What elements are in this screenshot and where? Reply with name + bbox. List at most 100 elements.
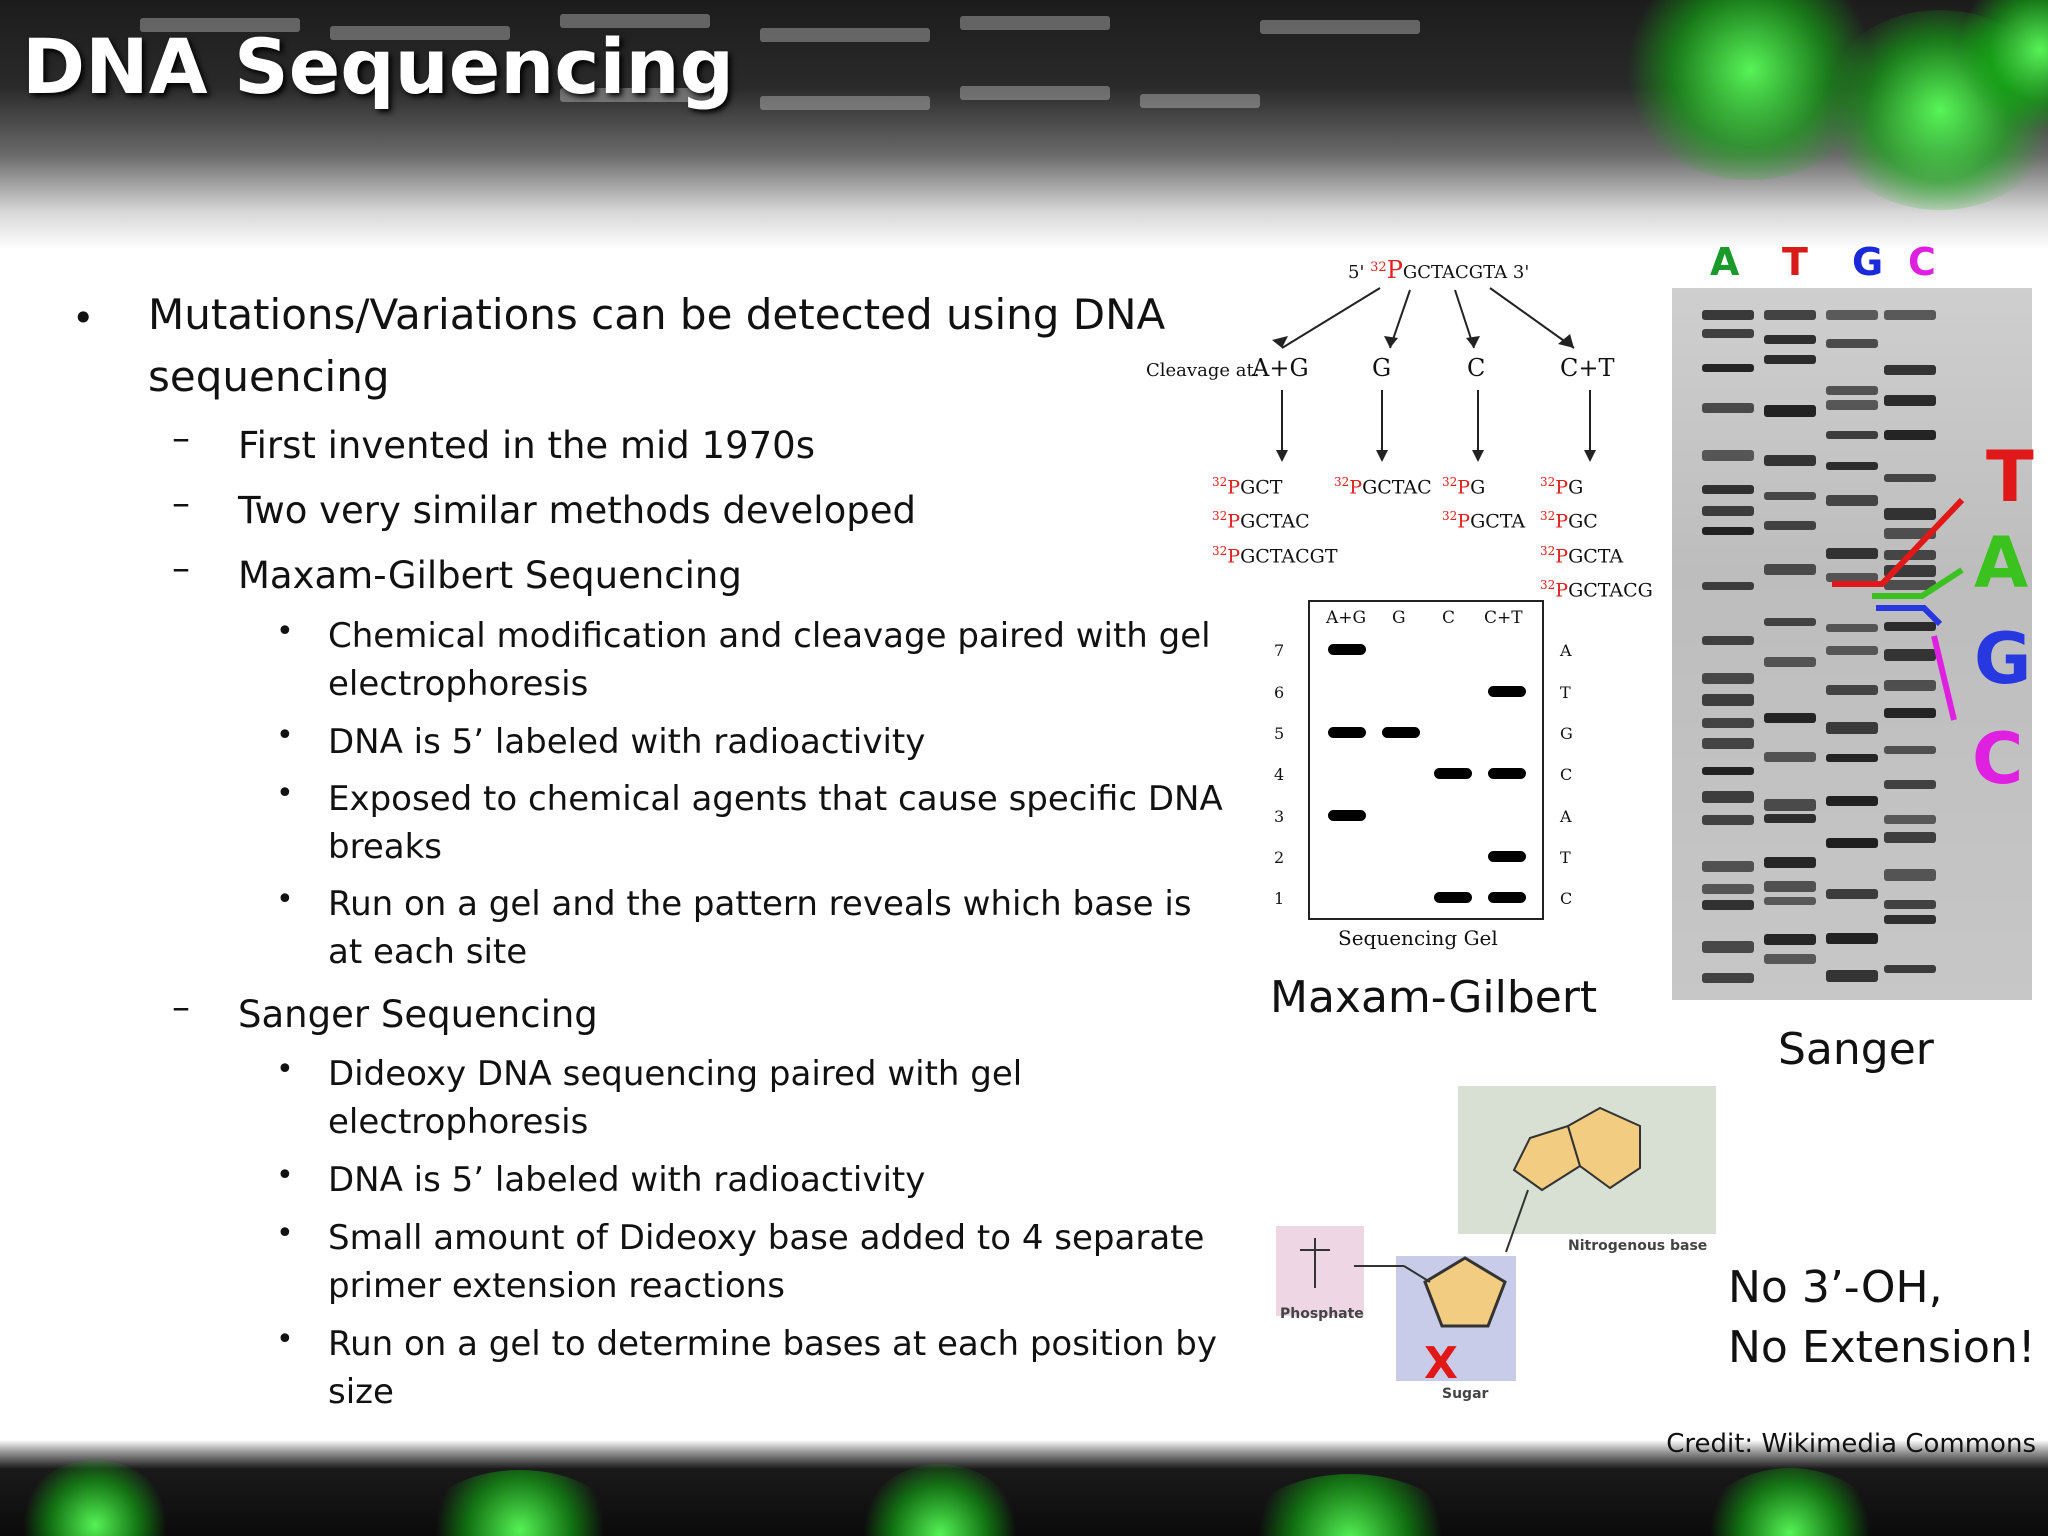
cleavage-c: C	[1467, 354, 1486, 382]
gel-band	[1702, 450, 1754, 461]
phosphorus-label: P	[1349, 476, 1363, 499]
gel-lane-ag: A+G	[1326, 608, 1367, 628]
gel-band	[1764, 814, 1816, 823]
fragment-sequence: GCT	[1240, 476, 1283, 499]
sugar-label: Sugar	[1442, 1386, 1489, 1402]
gel-band	[1884, 508, 1936, 520]
note-line: No Extension!	[1728, 1322, 2036, 1373]
banner-gel-band	[560, 14, 710, 28]
footer-fluorescence	[860, 1464, 1020, 1536]
gel-band	[1764, 857, 1816, 868]
bullet-marker: •	[276, 882, 294, 917]
dideoxy-nucleotide-diagram: Phosphate Sugar Nitrogenous base X	[1270, 1086, 1720, 1406]
phosphorus-label: P	[1227, 510, 1241, 533]
gel-band	[1826, 548, 1878, 559]
gel-base-label: A	[1560, 807, 1572, 826]
gel-base-label: T	[1560, 683, 1571, 702]
isotope-superscript: 32	[1540, 509, 1556, 524]
gel-band	[1764, 799, 1816, 811]
phosphorus-label: P	[1227, 476, 1241, 499]
bullet-marker: •	[72, 296, 95, 340]
gel-band	[1764, 934, 1816, 945]
fragment: 32PGC	[1540, 502, 1653, 536]
fragment-sequence: GCTAC	[1240, 510, 1310, 533]
fragment-sequence: G	[1470, 476, 1486, 499]
gel-band	[1488, 892, 1526, 903]
source-strand: 5' 32PGCTACGTA 3'	[1348, 256, 1529, 284]
gel-band	[1702, 718, 1754, 728]
gel-band	[1884, 915, 1936, 924]
bullet-marker: •	[276, 1158, 294, 1193]
gel-band	[1884, 649, 1936, 661]
gel-band	[1764, 881, 1816, 892]
gel-band	[1434, 768, 1472, 779]
sequencing-gel-diagram: A+G G C C+T 7 6 5 4 3 2 1 A T G C A T C …	[1260, 596, 1600, 966]
isotope-superscript: 32	[1442, 509, 1458, 524]
lane-label-g: G	[1852, 240, 1884, 284]
fragments-ct: 32PG 32PGC 32PGCTA 32PGCTACG	[1540, 468, 1653, 605]
gel-band	[1702, 636, 1754, 645]
cleavage-ag: A+G	[1252, 354, 1309, 382]
gel-band	[1826, 495, 1878, 506]
gel-band	[1884, 708, 1936, 718]
no-extension-note: No 3’-OH, No Extension!	[1728, 1258, 2035, 1378]
gel-band	[1764, 564, 1816, 575]
gel-band	[1764, 618, 1816, 626]
gel-band	[1328, 810, 1366, 821]
dash-marker: –	[172, 987, 190, 1028]
gel-band	[1884, 430, 1936, 440]
sub-bullet-invented: First invented in the mid 1970s	[238, 424, 815, 467]
gel-band	[1884, 474, 1936, 482]
gel-band	[1764, 657, 1816, 667]
gel-band	[1826, 933, 1878, 944]
phosphorus-label: P	[1555, 579, 1569, 602]
phosphorus-label: P	[1227, 544, 1241, 567]
fragment: 32PGCTACG	[1540, 571, 1653, 605]
banner-gel-band	[140, 18, 300, 32]
gel-band	[1884, 900, 1936, 909]
base-label: Nitrogenous base	[1568, 1238, 1708, 1254]
strand-sequence: GCTACGTA 3'	[1402, 262, 1530, 283]
gel-band	[1702, 329, 1754, 338]
footer-banner	[0, 1440, 2048, 1536]
gel-band	[1702, 815, 1754, 825]
gel-band	[1764, 310, 1816, 320]
gel-lane-ct: C+T	[1484, 608, 1523, 628]
bullet-marker: •	[276, 718, 294, 753]
dash-marker: –	[172, 483, 190, 524]
gel-band	[1826, 400, 1878, 410]
gel-band	[1764, 405, 1816, 417]
isotope-superscript: 32	[1212, 509, 1228, 524]
gel-band	[1884, 869, 1936, 881]
gel-band	[1702, 673, 1754, 684]
sanger-point: Small amount of Dideoxy base added to 4 …	[328, 1218, 1205, 1306]
gel-band	[1884, 965, 1936, 973]
gel-band	[1702, 973, 1754, 983]
cleavage-arrows	[1272, 287, 1596, 462]
gel-band	[1884, 746, 1936, 754]
gel-band	[1826, 386, 1878, 395]
gel-band	[1488, 768, 1526, 779]
phosphorus-label: P	[1386, 256, 1403, 284]
sub-bullet-methods: Two very similar methods developed	[238, 489, 916, 532]
gel-band	[1488, 686, 1526, 697]
gel-band	[1702, 941, 1754, 953]
missing-hydroxyl-mark: X	[1424, 1338, 1458, 1389]
phosphorus-label: P	[1555, 510, 1569, 533]
footer-fluorescence	[20, 1460, 170, 1536]
gel-band	[1826, 685, 1878, 695]
isotope-superscript: 32	[1540, 475, 1556, 489]
gel-band	[1884, 832, 1936, 843]
gel-lane-g: G	[1392, 608, 1406, 628]
gel-band	[1826, 754, 1878, 762]
cleavage-g: G	[1372, 354, 1392, 382]
gel-band	[1826, 573, 1878, 582]
fragment-sequence: GCTA	[1568, 544, 1624, 567]
phosphorus-label: P	[1555, 544, 1569, 567]
gel-band	[1702, 791, 1754, 803]
fragment: 32PG	[1540, 468, 1653, 502]
banner-gel-band	[760, 96, 930, 110]
dash-marker: –	[172, 548, 190, 589]
fragment: 32PGCTAC	[1212, 502, 1338, 536]
gel-base-label: C	[1560, 889, 1573, 908]
